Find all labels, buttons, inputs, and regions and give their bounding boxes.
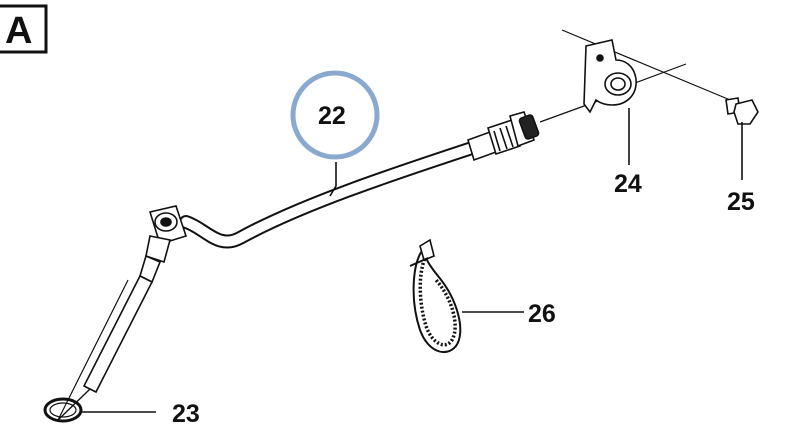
cable-tie xyxy=(409,238,462,354)
callout-22: 22 xyxy=(318,102,346,130)
bolt xyxy=(725,97,759,125)
o-ring xyxy=(43,397,83,423)
dipstick-rod xyxy=(57,274,154,421)
section-label: A xyxy=(5,10,32,52)
callout-24: 24 xyxy=(614,170,642,198)
callout-25: 25 xyxy=(727,188,755,216)
callout-26: 26 xyxy=(528,300,556,328)
highlight-circle xyxy=(290,70,380,160)
hose-connector xyxy=(467,111,540,162)
hose-assembly xyxy=(179,141,479,249)
bracket xyxy=(583,39,637,114)
tube-fitting xyxy=(139,205,188,284)
section-label-box: A xyxy=(0,4,48,54)
callout-23: 23 xyxy=(172,400,200,428)
assembly-lines xyxy=(57,29,736,421)
leader-lines xyxy=(82,108,743,413)
